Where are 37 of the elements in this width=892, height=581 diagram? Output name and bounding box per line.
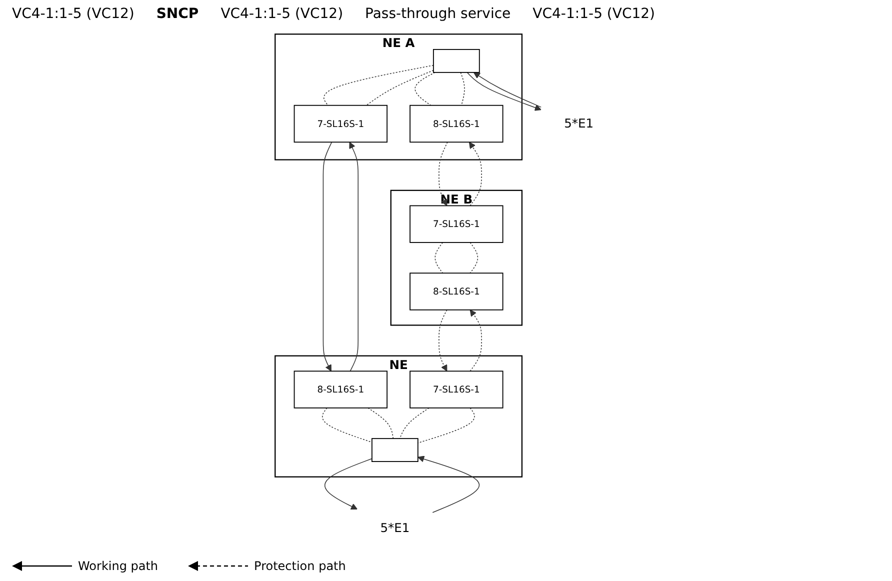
arrow xyxy=(469,142,482,206)
arrow xyxy=(349,142,359,372)
connector xyxy=(418,408,476,444)
node-box: 7-SL16S-1 xyxy=(410,205,504,243)
connector xyxy=(460,72,466,106)
legend-label: Working path xyxy=(78,559,158,573)
node-box: 7-SL16S-1 xyxy=(410,370,504,408)
service-note: Pass-through service xyxy=(365,6,511,22)
connector xyxy=(322,408,372,443)
cross-connect-note: VC4-1:1-5 (VC12) xyxy=(220,6,344,22)
node-text: 5*E1 xyxy=(564,116,594,131)
cross-connect-note: VC4-1:1-5 (VC12) xyxy=(532,6,656,22)
connector xyxy=(414,72,436,106)
arrow xyxy=(470,310,482,372)
node-box: 7-SL16S-1 xyxy=(294,104,388,143)
node-box xyxy=(372,438,419,462)
connector xyxy=(400,408,430,439)
node-box xyxy=(433,49,480,73)
node-text: 5*E1 xyxy=(380,520,410,536)
node-box: 8-SL16S-1 xyxy=(410,272,504,310)
arrow xyxy=(418,456,480,513)
protection-scheme-label: SNCP xyxy=(156,6,199,22)
arrow xyxy=(323,142,332,372)
connector xyxy=(368,408,394,439)
arrow xyxy=(474,72,542,108)
connector xyxy=(434,242,444,274)
legend-label: Protection path xyxy=(254,559,346,573)
cross-connect-note: VC4-1:1-5 (VC12) xyxy=(12,6,134,22)
connector xyxy=(324,64,434,106)
node-box: 8-SL16S-1 xyxy=(410,104,504,143)
connector xyxy=(366,70,434,106)
arrow xyxy=(438,310,448,372)
arrow xyxy=(438,142,448,206)
arrow xyxy=(324,458,372,510)
arrow xyxy=(466,72,542,111)
connector xyxy=(470,242,478,274)
node-box: 8-SL16S-1 xyxy=(294,370,388,408)
